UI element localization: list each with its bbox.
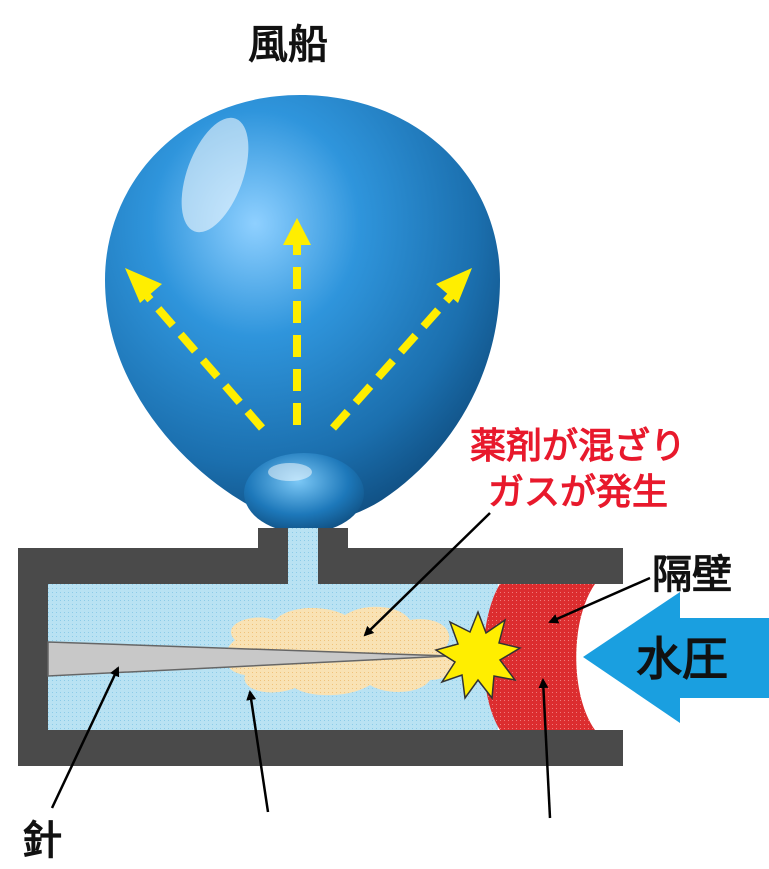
pipe-left-cap — [18, 548, 48, 748]
needle — [47, 641, 451, 677]
pipe-bottom-wall — [18, 730, 623, 766]
gas-label-line2: ガスが発生 — [488, 472, 669, 513]
leader-partition — [548, 576, 651, 624]
leader-gas — [363, 512, 491, 637]
partition — [483, 584, 595, 730]
partition-label: 隔壁 — [652, 552, 732, 598]
knot-highlight — [268, 463, 312, 481]
leader-needle — [50, 666, 120, 809]
expansion-arrow-right — [330, 287, 459, 431]
nozzle-right — [318, 528, 348, 584]
arrowhead-left — [125, 268, 162, 303]
gas-cloud — [225, 606, 456, 696]
balloon-knot — [244, 453, 364, 533]
leader-partition-lower — [538, 678, 552, 819]
needle-label: 針 — [22, 818, 62, 864]
expansion-arrows — [138, 245, 459, 431]
gas-generation-label: 薬剤が混ざり ガスが発生 — [470, 424, 686, 516]
expansion-arrow-left — [138, 287, 266, 431]
water-pressure-arrow — [583, 592, 769, 723]
balloon-label: 風船 — [248, 22, 328, 68]
arrowhead-right — [436, 268, 472, 303]
balloon-highlight — [181, 117, 249, 233]
leader-liquid — [246, 690, 270, 813]
nozzle-channel — [288, 528, 318, 586]
balloon — [105, 95, 500, 533]
pipe — [18, 528, 623, 766]
nozzle-left — [258, 528, 288, 584]
expansion-arrow-heads — [125, 218, 472, 303]
arrowhead-center — [283, 218, 311, 245]
burst-icon — [434, 609, 522, 700]
gas-label-line1: 薬剤が混ざり — [470, 426, 687, 467]
water-pressure-label: 水圧 — [636, 632, 728, 686]
leader-lines — [50, 512, 651, 819]
